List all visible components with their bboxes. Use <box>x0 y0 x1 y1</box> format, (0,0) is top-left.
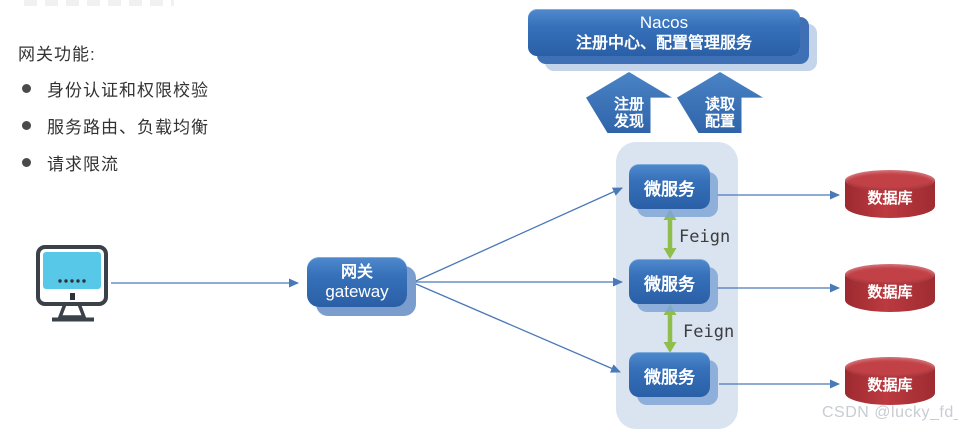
database-top-ellipse <box>845 357 935 378</box>
database-top-ellipse <box>845 264 935 285</box>
feign-label-2: Feign <box>683 322 735 342</box>
nacos-node: Nacos 注册中心、配置管理服务 <box>528 9 800 56</box>
cropped-text-remnant <box>24 0 174 6</box>
gateway-functions-panel: 网关功能: 身份认证和权限校验 服务路由、负载均衡 请求限流 <box>18 40 298 174</box>
database-label: 数据库 <box>867 284 913 301</box>
microservice-node-2: 微服务 <box>629 259 710 304</box>
gateway-functions-title: 网关功能: <box>18 45 96 64</box>
read-config-label-line2: 配置 <box>704 112 735 130</box>
database-cylinder-3: 数据库 <box>845 357 935 405</box>
gateway-node: 网关 gateway <box>307 257 407 307</box>
database-label: 数据库 <box>867 377 913 394</box>
bullet-icon <box>22 84 31 93</box>
connector-gateway-to-service-3 <box>415 283 621 373</box>
list-item: 身份认证和权限校验 <box>18 76 209 101</box>
feign-label-1: Feign <box>679 227 731 247</box>
microservice-label: 微服务 <box>644 367 695 387</box>
microservice-label: 微服务 <box>644 179 695 199</box>
connector-gateway-to-service-1 <box>415 187 623 282</box>
database-top-ellipse <box>845 170 935 191</box>
gateway-label-en: gateway <box>325 281 389 301</box>
microservice-node-3: 微服务 <box>629 352 710 397</box>
database-label: 数据库 <box>867 190 913 207</box>
register-discover-label-line1: 注册 <box>613 96 644 113</box>
bullet-icon <box>22 158 31 167</box>
nacos-subtitle: 注册中心、配置管理服务 <box>575 34 752 52</box>
microservice-label: 微服务 <box>644 274 695 294</box>
bullet-text: 请求限流 <box>47 155 119 174</box>
read-config-label-line1: 读取 <box>704 96 735 113</box>
gateway-label-zh: 网关 <box>340 263 373 281</box>
database-cylinder-1: 数据库 <box>845 170 935 218</box>
bullet-text: 身份认证和权限校验 <box>47 81 209 100</box>
computer-icon <box>36 245 108 322</box>
register-discover-label-line2: 发现 <box>613 112 644 130</box>
nacos-title: Nacos <box>639 13 689 33</box>
bullet-text: 服务路由、负载均衡 <box>47 118 209 137</box>
list-item: 请求限流 <box>18 150 119 175</box>
list-item: 服务路由、负载均衡 <box>18 113 209 138</box>
bullet-icon <box>22 121 31 130</box>
watermark: CSDN @lucky_fd_ <box>822 404 958 421</box>
microservice-node-1: 微服务 <box>629 164 710 209</box>
feign-arrow-1 <box>663 209 677 259</box>
feign-arrow-2 <box>663 304 677 353</box>
database-cylinder-2: 数据库 <box>845 264 935 312</box>
